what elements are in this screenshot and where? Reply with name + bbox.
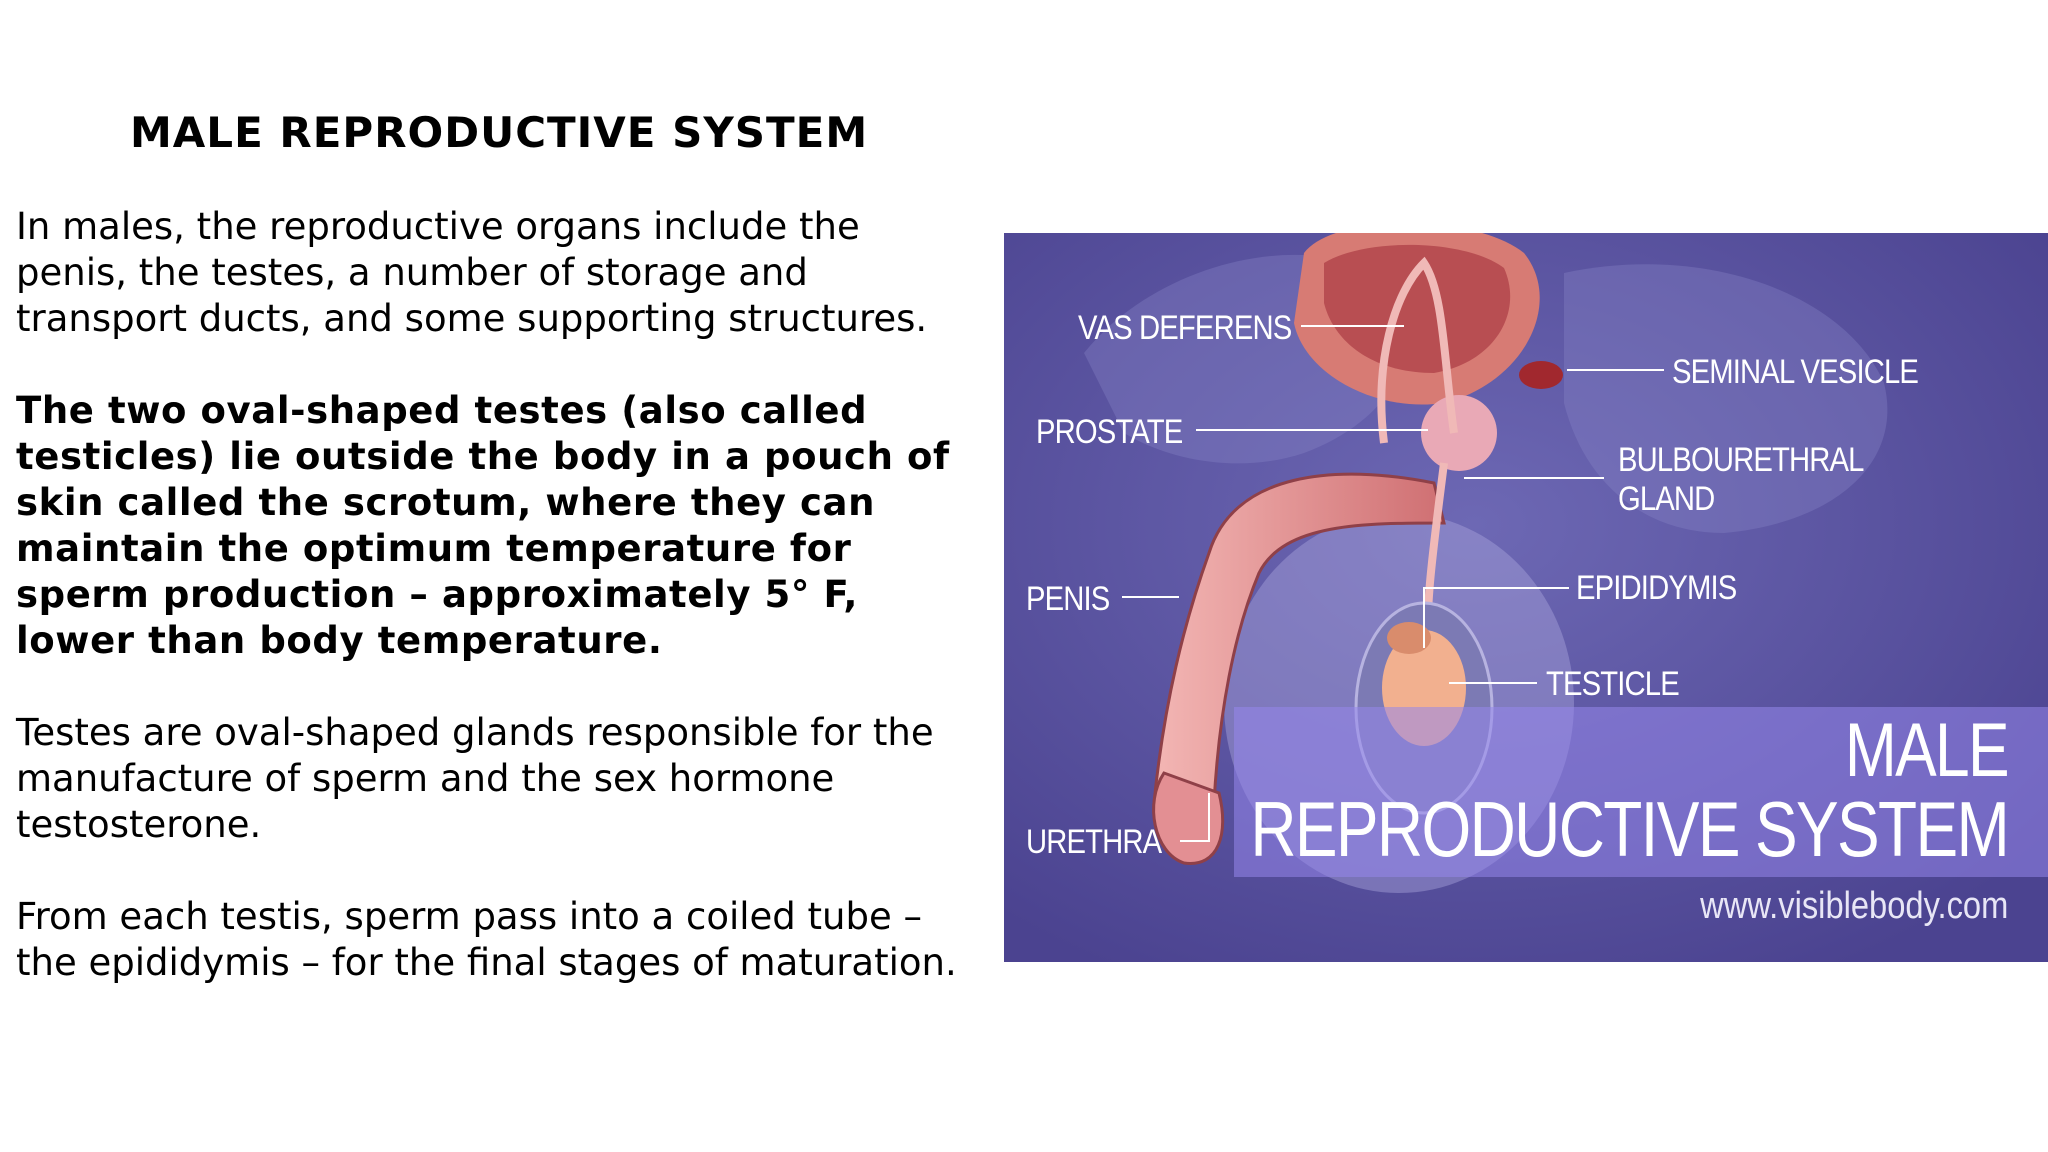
label-vas-deferens: VAS DEFERENS (1078, 309, 1292, 347)
source-url: www.visiblebody.com (1699, 885, 2008, 927)
anatomy-illustration: VAS DEFERENS SEMINAL VESICLE PROSTATE BU… (1004, 233, 2048, 962)
paragraph-testes-function: Testes are oval-shaped glands responsibl… (16, 711, 934, 846)
title-banner (1234, 707, 2048, 877)
banner-title-line1: MALE (1844, 708, 2010, 793)
label-bulbourethral-line2: GLAND (1618, 480, 1715, 518)
label-prostate: PROSTATE (1036, 413, 1183, 451)
label-epididymis: EPIDIDYMIS (1576, 569, 1737, 607)
paragraph-testes-bold: The two oval-shaped testes (also called … (16, 389, 950, 662)
paragraph-intro: In males, the reproductive organs includ… (16, 205, 928, 340)
banner-title-line2: REPRODUCTIVE SYSTEM (1250, 785, 2009, 873)
label-testicle: TESTICLE (1546, 665, 1680, 703)
label-penis: PENIS (1026, 580, 1110, 618)
text-column: In males, the reproductive organs includ… (16, 204, 976, 1032)
slide-title: MALE REPRODUCTIVE SYSTEM (130, 108, 869, 157)
paragraph-epididymis: From each testis, sperm pass into a coil… (16, 895, 957, 984)
label-urethra: URETHRA (1026, 823, 1162, 861)
label-seminal-vesicle: SEMINAL VESICLE (1672, 353, 1919, 391)
label-bulbourethral-line1: BULBOURETHRAL (1618, 441, 1864, 479)
